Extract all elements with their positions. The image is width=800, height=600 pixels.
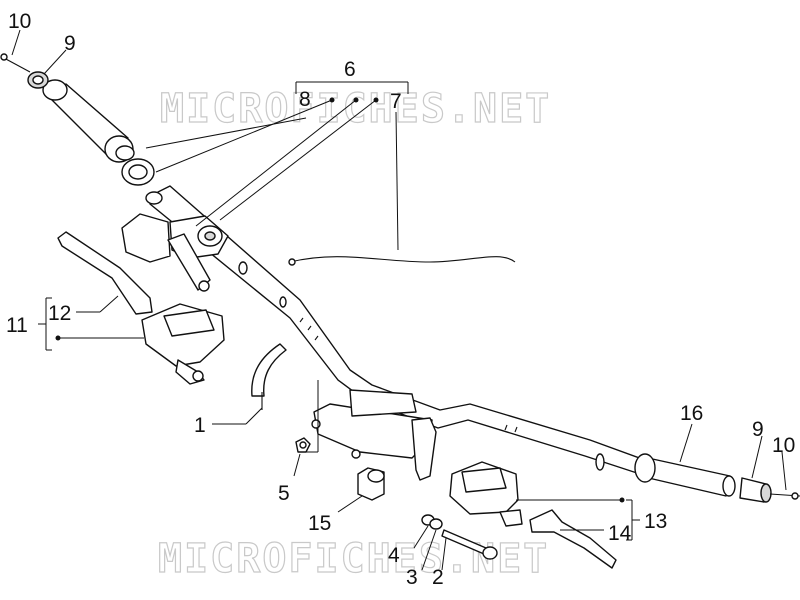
nut-part-5 [295,437,311,453]
callout-5: 5 [278,482,290,505]
callout-13: 13 [644,510,667,533]
callout-4: 4 [388,544,400,567]
brake-hose [251,343,287,410]
callout-9-right: 9 [752,418,764,441]
left-brake-lever [57,231,153,315]
left-grip-washer [121,158,155,186]
callout-16: 16 [680,402,703,425]
callout-8: 8 [299,88,311,111]
throttle-housing [121,213,229,292]
callout-11: 11 [6,314,28,337]
left-grip [42,79,135,163]
left-end-weight [27,71,49,89]
callout-2: 2 [432,566,444,589]
right-end-weight [739,477,772,503]
watermark-top: MICROFICHES.NET [160,86,551,132]
callout-7: 7 [390,90,402,113]
right-end-screw [769,492,800,500]
callout-1: 1 [194,414,206,437]
leader-dots [55,97,625,503]
callout-10-right: 10 [772,434,795,457]
bushing-part-15 [357,467,385,501]
left-end-screw [0,53,31,73]
right-master-cylinder [449,461,523,527]
watermark-bottom: MICROFICHES.NET [158,536,549,582]
callout-6: 6 [344,58,356,81]
callout-3: 3 [406,566,418,589]
washer-part-3 [429,518,443,530]
throttle-cable [289,256,516,263]
leader-lines [11,29,787,571]
right-brake-lever [529,509,617,569]
callout-labels: 10 9 6 8 7 12 11 1 5 15 4 3 2 13 14 16 9… [6,10,795,589]
callout-10-top: 10 [8,10,31,33]
callout-14: 14 [608,522,632,545]
callout-12: 12 [48,302,71,325]
left-master-cylinder [141,303,225,385]
callout-9-top: 9 [64,32,76,55]
bolt-part-2 [441,529,498,560]
right-grip [634,453,736,497]
center-bracket [311,389,437,481]
callout-15: 15 [308,512,331,535]
